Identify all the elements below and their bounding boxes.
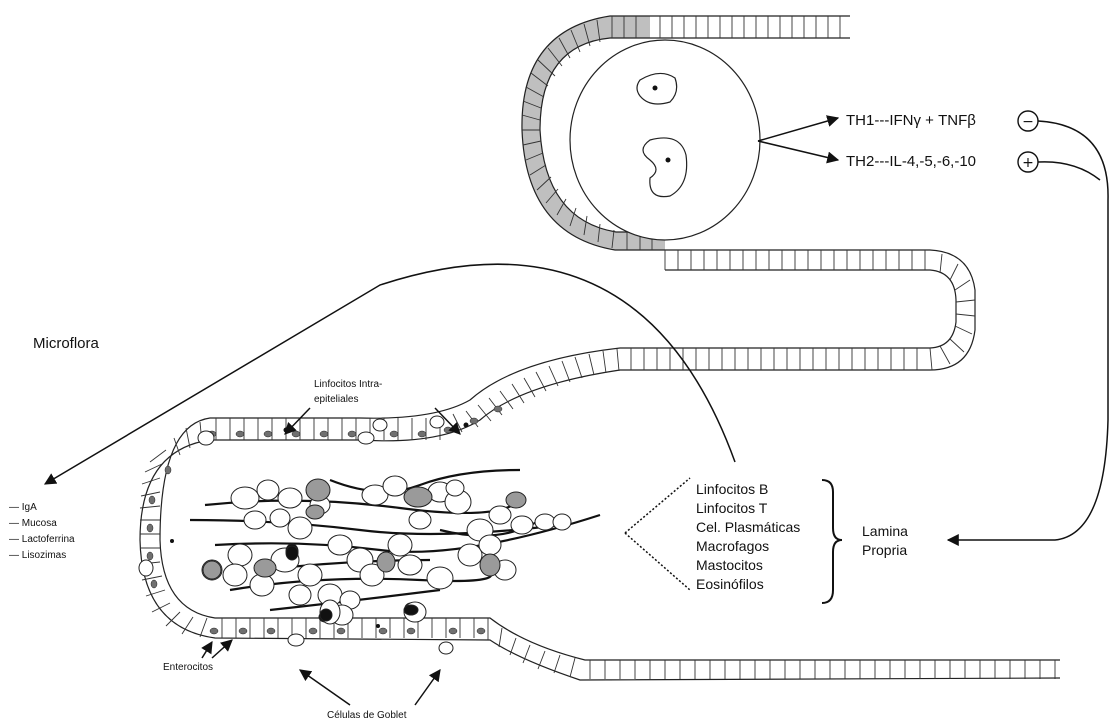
lamina-propria-line1: Lamina: [862, 523, 908, 539]
arrow-iel-1: [285, 408, 310, 434]
intraepithelial-label-line2: epiteliales: [314, 394, 358, 405]
enterocitos-label: Enterocitos: [163, 662, 213, 673]
arrow-goblet-2: [415, 670, 440, 705]
barrier-factors-list: — IgA — Mucosa — Lactoferrina — Lisozima…: [9, 502, 75, 561]
lamina-cell-item: Eosinófilos: [696, 576, 764, 592]
arrow-to-th1: [758, 118, 838, 141]
plus-sign: +: [1022, 155, 1034, 171]
microflora-label: Microflora: [33, 335, 100, 352]
goblet-label: Células de Goblet: [327, 710, 407, 721]
feedback-curve-th1: [948, 121, 1108, 540]
lamina-cell-item: Macrofagos: [696, 538, 769, 554]
lamina-propria-cells: [190, 470, 600, 625]
connectors: [45, 118, 1108, 705]
minus-sign: −: [1022, 114, 1034, 130]
lamina-cell-list: Linfocitos B Linfocitos T Cel. Plasmátic…: [696, 481, 800, 592]
lamina-cell-item: Cel. Plasmáticas: [696, 519, 800, 535]
intraepithelial-label-line1: Linfocitos Intra-: [314, 379, 382, 390]
bracket-dashed-bottom: [625, 533, 690, 590]
dome-lymphocytes: [570, 40, 760, 240]
arrow-microflora: [45, 264, 735, 484]
feedback-curve-th2: [1038, 162, 1100, 180]
arrow-to-th2: [758, 141, 838, 160]
arrow-enterocito-1: [212, 640, 232, 658]
lamina-brace: [822, 480, 842, 603]
th2-label: TH2---IL-4,-5,-6,-10: [846, 153, 976, 170]
barrier-factor: — Lactoferrina: [9, 534, 75, 545]
lamina-propria-line2: Propria: [862, 542, 907, 558]
barrier-factor: — IgA: [9, 502, 37, 513]
bracket-dashed-top: [625, 478, 690, 533]
arrow-enterocito-2: [202, 642, 212, 658]
lamina-cell-item: Linfocitos B: [696, 481, 768, 497]
lamina-cell-item: Linfocitos T: [696, 500, 768, 516]
th1-label: TH1---IFNγ + TNFβ: [846, 112, 976, 129]
barrier-factor: — Mucosa: [9, 518, 57, 529]
lamina-cell-item: Mastocitos: [696, 557, 763, 573]
barrier-factor: — Lisozimas: [9, 550, 66, 561]
arrow-goblet-1: [300, 670, 350, 705]
